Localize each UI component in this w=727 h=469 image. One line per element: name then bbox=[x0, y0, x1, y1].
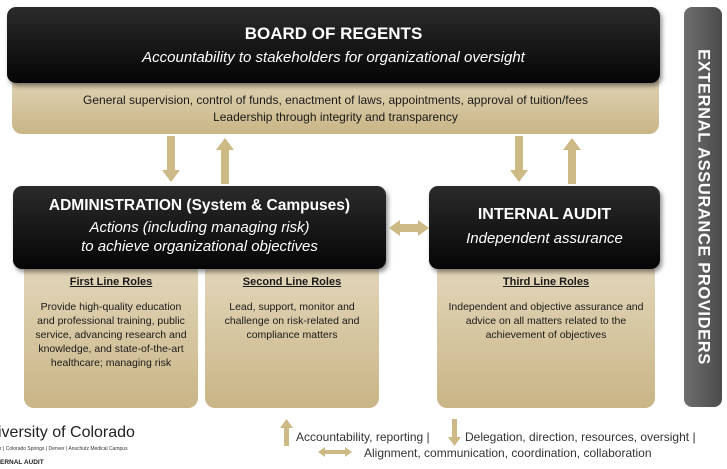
university-logo-campuses: r | Colorado Springs | Denver | Anschutz… bbox=[0, 446, 128, 452]
third-line-roles-panel: Third Line Roles Independent and objecti… bbox=[437, 262, 655, 408]
university-logo-name: iversity of Colorado bbox=[0, 424, 135, 441]
administration-subtitle-line-1: Actions (including managing risk) bbox=[89, 219, 310, 236]
board-duties-line-2: Leadership through integrity and transpa… bbox=[213, 110, 458, 124]
board-duties-line-1: General supervision, control of funds, e… bbox=[83, 93, 588, 107]
alignment-arrow-admin-audit bbox=[389, 220, 429, 236]
legend-accountability-label: Accountability, reporting | bbox=[296, 430, 430, 444]
delegation-arrow-audit bbox=[510, 136, 528, 182]
third-line-roles-text: Independent and objective assurance and … bbox=[448, 301, 644, 341]
accountability-arrow-audit bbox=[563, 138, 581, 184]
internal-audit-box: INTERNAL AUDIT Independent assurance bbox=[429, 186, 660, 269]
administration-title: ADMINISTRATION (System & Campuses) bbox=[48, 197, 351, 214]
second-line-roles-text: Lead, support, monitor and challenge on … bbox=[224, 301, 360, 341]
first-line-roles-title: First Line Roles bbox=[69, 276, 153, 288]
legend-up-arrow bbox=[280, 419, 293, 446]
administration-box: ADMINISTRATION (System & Campuses) Actio… bbox=[13, 186, 386, 269]
second-line-roles-title: Second Line Roles bbox=[242, 276, 342, 288]
administration-subtitle-line-2: to achieve organizational objectives bbox=[81, 238, 318, 255]
delegation-arrow-admin bbox=[162, 136, 180, 182]
legend-two-way-arrow bbox=[318, 447, 352, 457]
internal-audit-title: INTERNAL AUDIT bbox=[477, 206, 612, 223]
external-assurance-providers-bar: EXTERNAL ASSURANCE PROVIDERS bbox=[684, 7, 722, 407]
board-subtitle: Accountability to stakeholders for organ… bbox=[142, 49, 525, 66]
legend-alignment-label: Alignment, communication, coordination, … bbox=[364, 446, 652, 460]
board-of-regents-box: BOARD OF REGENTS Accountability to stake… bbox=[7, 7, 660, 83]
first-line-roles-panel: First Line Roles Provide high-quality ed… bbox=[24, 262, 198, 408]
board-title: BOARD OF REGENTS bbox=[244, 24, 423, 43]
first-line-roles-text: Provide high-quality education and profe… bbox=[35, 301, 187, 369]
legend-delegation-label: Delegation, direction, resources, oversi… bbox=[465, 430, 696, 444]
university-logo-department: ERNAL AUDIT bbox=[0, 459, 44, 466]
accountability-arrow-admin bbox=[216, 138, 234, 184]
second-line-roles-panel: Second Line Roles Lead, support, monitor… bbox=[205, 262, 379, 408]
legend-down-arrow bbox=[448, 419, 461, 446]
internal-audit-subtitle: Independent assurance bbox=[466, 230, 623, 247]
third-line-roles-title: Third Line Roles bbox=[502, 276, 590, 288]
